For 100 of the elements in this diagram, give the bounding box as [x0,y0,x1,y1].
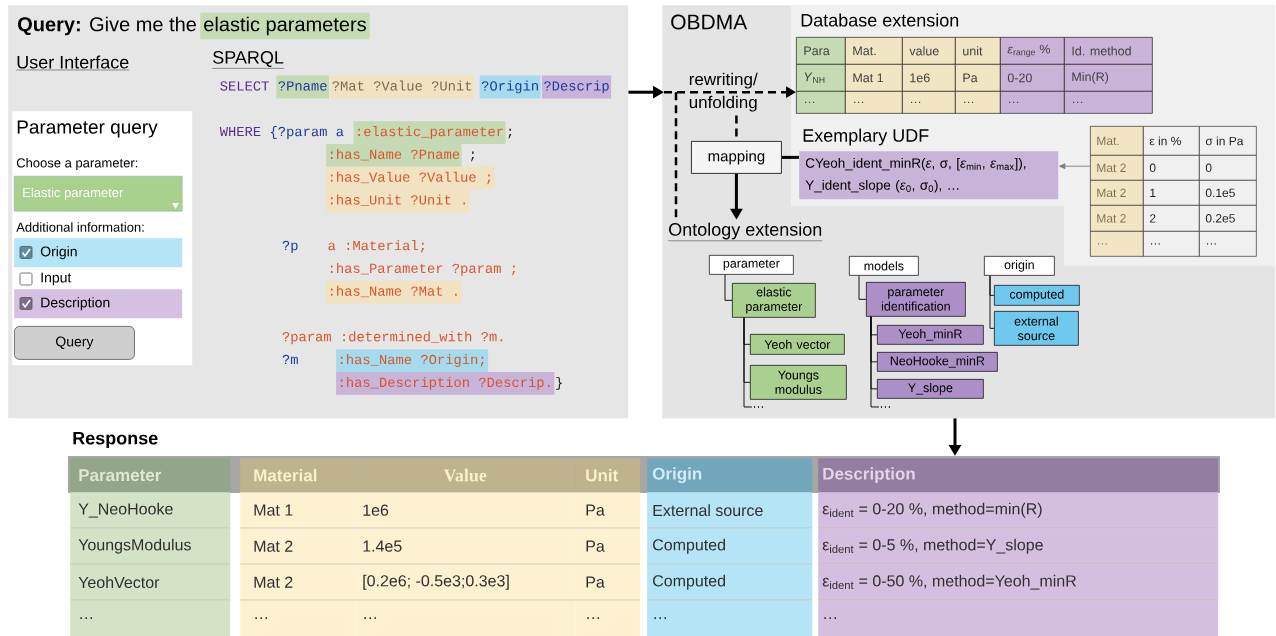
query-button: Query [14,326,135,360]
code-token: :has_Parameter ?param ; [330,262,516,276]
class-box: origin [984,256,1055,276]
panel-title: OBDMA [671,14,748,30]
code-token: ; [471,151,474,162]
table-cell: value [902,37,956,65]
table-cell: Pa [955,64,1001,92]
code-token: ?m [282,354,298,365]
table-cell: ε in % [1143,126,1200,156]
class-box: parameter [709,255,794,275]
process-label: rewriting/ unfolding [689,72,758,112]
class-box: computed [994,285,1080,306]
table-cell: 1e6 [902,64,956,92]
table-cell: … [955,91,1001,114]
checkbox-option: Origin [14,238,183,268]
table-cell: Y$_{NH}$ [796,64,846,92]
table-cell: External source [647,492,813,529]
code-token: :has_Description ?Descrip. [336,372,555,395]
ellipsis-text: … [880,406,890,408]
table-cell: … [845,91,903,114]
code-token: ?Mat ?Value ?Unit [330,75,475,99]
code-token: :elastic_parameter [353,121,506,144]
class-box: external source [994,311,1079,346]
table-cell: … [796,91,846,114]
table-cell: … [70,600,231,636]
section-heading: Ontology extension [668,222,823,241]
table-cell: … [1064,91,1153,114]
code-token: } [556,376,562,390]
table-cell: Origin [647,458,813,493]
section-heading: User Interface [16,55,130,71]
class-box: Yeoh_minR [877,325,984,345]
table-cell: Id. method [1064,37,1153,65]
class-box: NeoHooke_minR [877,352,998,372]
code-token: :has_Name ?Mat . [326,280,462,304]
connector-line [870,316,880,408]
highlighted-text: elastic parameters [200,12,370,40]
table-cell: ε$_{ident}$ = 0-5 %, method=Y_slope [818,528,1219,565]
table-cell: … [1000,91,1065,114]
class-box: parameter identification [866,282,966,317]
table-title: Database extension [801,13,959,27]
form-title: Parameter query [17,120,158,138]
table-cell: 0-20 [1000,64,1065,92]
query-text: Query: Give me the [18,16,196,36]
table-cell: 0.1e5 [1199,180,1257,206]
table-cell: Mat 1 [240,492,356,529]
code-token: :has_Unit ?Unit . [326,189,470,213]
table-cell: … [240,600,356,636]
table-cell: … [647,600,813,636]
table-cell: Mat 2 [240,564,356,601]
arrow [1059,163,1091,170]
table-cell: Pa [575,564,641,601]
class-box: Yeoh vector [750,334,845,355]
table-cell: 2 [1143,205,1200,232]
table-cell: Pa [575,528,641,565]
table-cell: Unit [575,458,641,493]
table-cell: … [902,91,956,114]
table-cell: 0 [1199,155,1257,181]
table-cell: Pa [575,492,641,529]
table-cell: 1 [1143,180,1200,206]
table-cell: unit [955,37,1001,65]
class-box: Youngs modulus [750,365,847,400]
table-cell: Mat. [1090,126,1144,156]
table-cell: … [1090,231,1144,257]
table-cell: Mat 2 [1090,205,1144,232]
code-token: :has_Name ?Origin; [336,349,489,372]
code-token: :has_Name ?Pname [326,144,462,167]
option-label: Input [41,272,72,286]
table-cell: … [575,600,641,636]
table-title: Response [73,431,158,449]
table-cell: σ in Pa [1199,126,1257,156]
section-heading: Exemplary UDF [803,128,929,146]
dashed-line [674,92,678,220]
code-token: ?Pname [276,75,329,99]
table-cell: Mat. [845,37,903,65]
table-cell: YeohVector [70,564,231,601]
table-cell: ε$_{ident}$ = 0-50 %, method=Yeoh_minR [818,564,1219,601]
dropdown-field: Elastic parameter [14,176,183,212]
table-cell: 0 [1143,155,1200,181]
connector-line [781,155,799,159]
connector-line [724,274,733,301]
field-label: Additional information: [16,222,144,232]
code-token: WHERE [219,127,261,137]
table-cell: … [818,600,1219,636]
connector-line [858,275,867,300]
class-box: elastic parameter [732,283,816,318]
node-label: CYeoh_ident_minR(ε, σ, [ε$_{min}$, ε$_{max}$]), [805,157,1026,171]
class-box: models [849,256,919,276]
code-token: ?p [282,240,298,253]
section-heading: SPARQL [212,51,285,69]
table-cell: … [1199,231,1257,257]
table-cell: Mat 1 [845,64,903,92]
table-cell: Min(R) [1064,64,1153,92]
table-cell: Y_NeoHooke [70,492,231,529]
process-box: mapping [691,141,782,174]
checkbox-option: Description [14,289,183,319]
table-cell: Para [796,37,846,65]
code-token: ?param :determined_with ?m. [282,331,503,345]
table-cell: Computed [647,528,813,565]
table-cell: ε$_{range}$ % [1000,37,1065,65]
code-token: :has_Value ?Vallue ; [326,166,495,190]
